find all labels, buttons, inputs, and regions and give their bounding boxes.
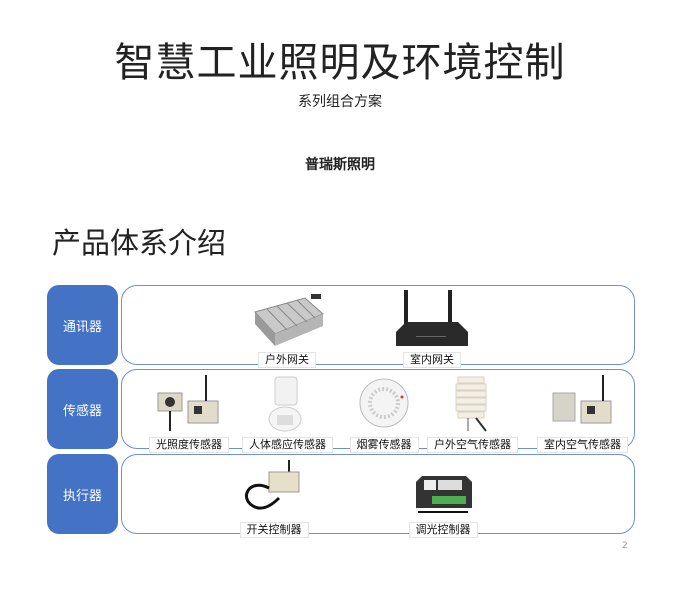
category-actuators: 执行器: [47, 454, 118, 534]
panel-actuators: [121, 454, 635, 534]
product-outdoor-gateway: 户外网关: [242, 286, 332, 368]
motion-sensor-icon: [268, 376, 302, 432]
outdoor-air-sensor-icon: [455, 376, 487, 432]
page-title: 智慧工业照明及环境控制: [114, 40, 566, 86]
category-sensors: 传感器: [47, 369, 118, 449]
product-smoke-sensor: 烟雾传感器: [339, 371, 429, 453]
section-title: 产品体系介绍: [52, 226, 227, 260]
dimming-controller-icon: [416, 476, 472, 513]
product-label: 烟雾传感器: [349, 437, 419, 453]
product-dimming-controller: 调光控制器: [398, 456, 488, 538]
product-label: 户外网关: [258, 352, 316, 368]
page-number: 2: [622, 541, 628, 551]
product-label: 开关控制器: [239, 522, 309, 538]
product-outdoor-air-sensor: 户外空气传感器: [427, 371, 518, 453]
product-label: 调光控制器: [408, 522, 478, 538]
product-label: 室内网关: [403, 352, 461, 368]
category-communication: 通讯器: [47, 285, 118, 365]
outdoor-gateway-icon: [254, 294, 324, 346]
light-sensor-icon: [157, 375, 219, 431]
switch-controller-icon: [245, 460, 300, 510]
brand-name: 普瑞斯照明: [305, 157, 375, 173]
category-label: 传感器: [62, 403, 102, 419]
product-label: 户外空气传感器: [427, 437, 518, 453]
indoor-gateway-icon: [396, 290, 468, 346]
product-label: 人体感应传感器: [242, 437, 333, 453]
product-label: 室内空气传感器: [537, 437, 628, 453]
product-motion-sensor: 人体感应传感器: [242, 371, 333, 453]
product-switch-controller: 开关控制器: [229, 456, 319, 538]
page-subtitle: 系列组合方案: [298, 94, 382, 110]
product-label: 光照度传感器: [149, 437, 229, 453]
smoke-sensor-icon: [359, 378, 409, 428]
product-indoor-air-sensor: 室内空气传感器: [537, 371, 628, 453]
panel-communication: [121, 285, 635, 365]
indoor-air-sensor-icon: [552, 375, 612, 424]
category-label: 通讯器: [62, 319, 102, 335]
product-indoor-gateway: 室内网关: [387, 286, 477, 368]
product-light-sensor: 光照度传感器: [144, 371, 234, 453]
category-label: 执行器: [62, 488, 102, 504]
